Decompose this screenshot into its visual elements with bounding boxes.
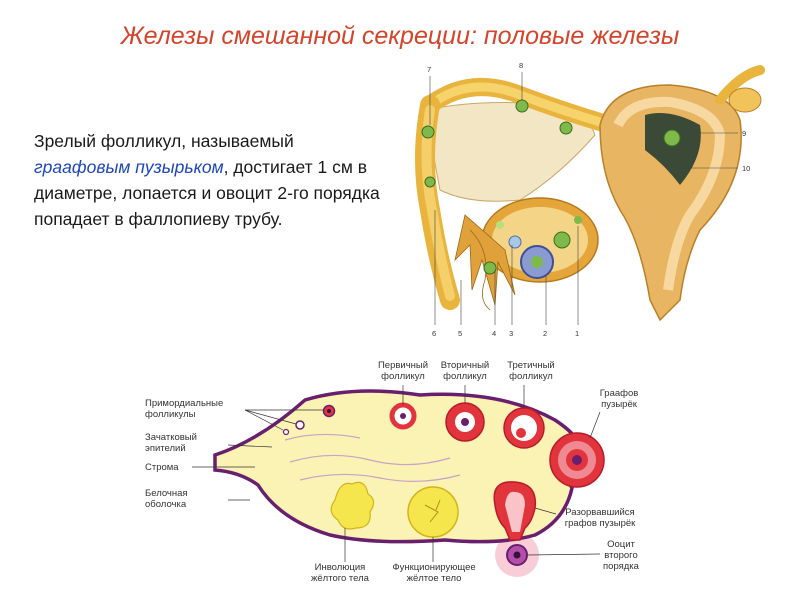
label-albuginea-1: Белочная (145, 488, 188, 499)
label-functioning-1: Функционирующее (392, 562, 475, 573)
label-primordial-1: Примордиальные (145, 398, 223, 409)
corpus-luteum-involution (330, 481, 375, 530)
label-functioning-2: жёлтое тело (407, 573, 462, 584)
label-tertiary-1: Третичный (507, 360, 555, 371)
label-primordial-2: фолликулы (145, 409, 196, 420)
ovary-diagram: Примордиальные фолликулы Зачатковый эпит… (145, 360, 640, 584)
figure-number-7: 7 (427, 65, 431, 74)
body-paragraph: Зрелый фолликул, называемый граафовым пу… (34, 128, 394, 232)
label-albuginea-2: оболочка (145, 499, 187, 510)
fimbriae (454, 214, 516, 311)
figure-number-10: 10 (742, 164, 750, 173)
figure-number-4: 4 (492, 329, 496, 338)
uterine-cavity (645, 112, 701, 185)
figure-number-3: 3 (509, 329, 513, 338)
label-tertiary-2: фолликул (509, 371, 553, 382)
label-oocyte-1: Ооцит (607, 539, 635, 550)
label-primary-2: фолликул (381, 371, 425, 382)
uterus (599, 84, 742, 322)
broad-ligament (424, 102, 596, 202)
body-text-part2: , достигает 1 см в диаметре, лопается и … (34, 157, 380, 229)
primordial-follicle (295, 420, 305, 430)
label-germinal-1: Зачатковый (145, 432, 197, 443)
label-primary-1: Первичный (378, 360, 428, 371)
label-secondary-2: фолликул (443, 371, 487, 382)
figure-number-6: 6 (432, 329, 436, 338)
body-text-highlight: граафовым пузырьком (34, 157, 224, 177)
anatomy-figure: 7 8 9 10 6 5 4 3 2 1 (415, 61, 765, 338)
label-oocyte-2: второго (604, 550, 637, 561)
label-secondary-1: Вторичный (441, 360, 489, 371)
figure-number-8: 8 (519, 61, 523, 70)
label-germinal-2: эпителий (145, 443, 186, 454)
ovary-body (213, 389, 580, 544)
figure-number-9: 9 (742, 129, 746, 138)
label-ruptured-2: графов пузырёк (565, 518, 636, 529)
label-graaf-1: Граафов (600, 388, 639, 399)
body-text-part1: Зрелый фолликул, называемый (34, 131, 294, 151)
functioning-corpus-luteum (407, 486, 459, 538)
figure-number-1: 1 (575, 329, 579, 338)
figure-number-2: 2 (543, 329, 547, 338)
label-stroma: Строма (145, 462, 179, 473)
label-ruptured-1: Разорвавшийся (565, 507, 634, 518)
label-involution-1: Инволюция (315, 562, 366, 573)
label-involution-2: жёлтого тела (311, 573, 370, 584)
figure-number-5: 5 (458, 329, 462, 338)
primordial-follicle (282, 428, 290, 436)
slide-title: Железы смешанной секреции: половые желез… (120, 22, 680, 50)
label-graaf-2: пузырёк (601, 399, 638, 410)
label-oocyte-3: порядка (603, 561, 640, 572)
